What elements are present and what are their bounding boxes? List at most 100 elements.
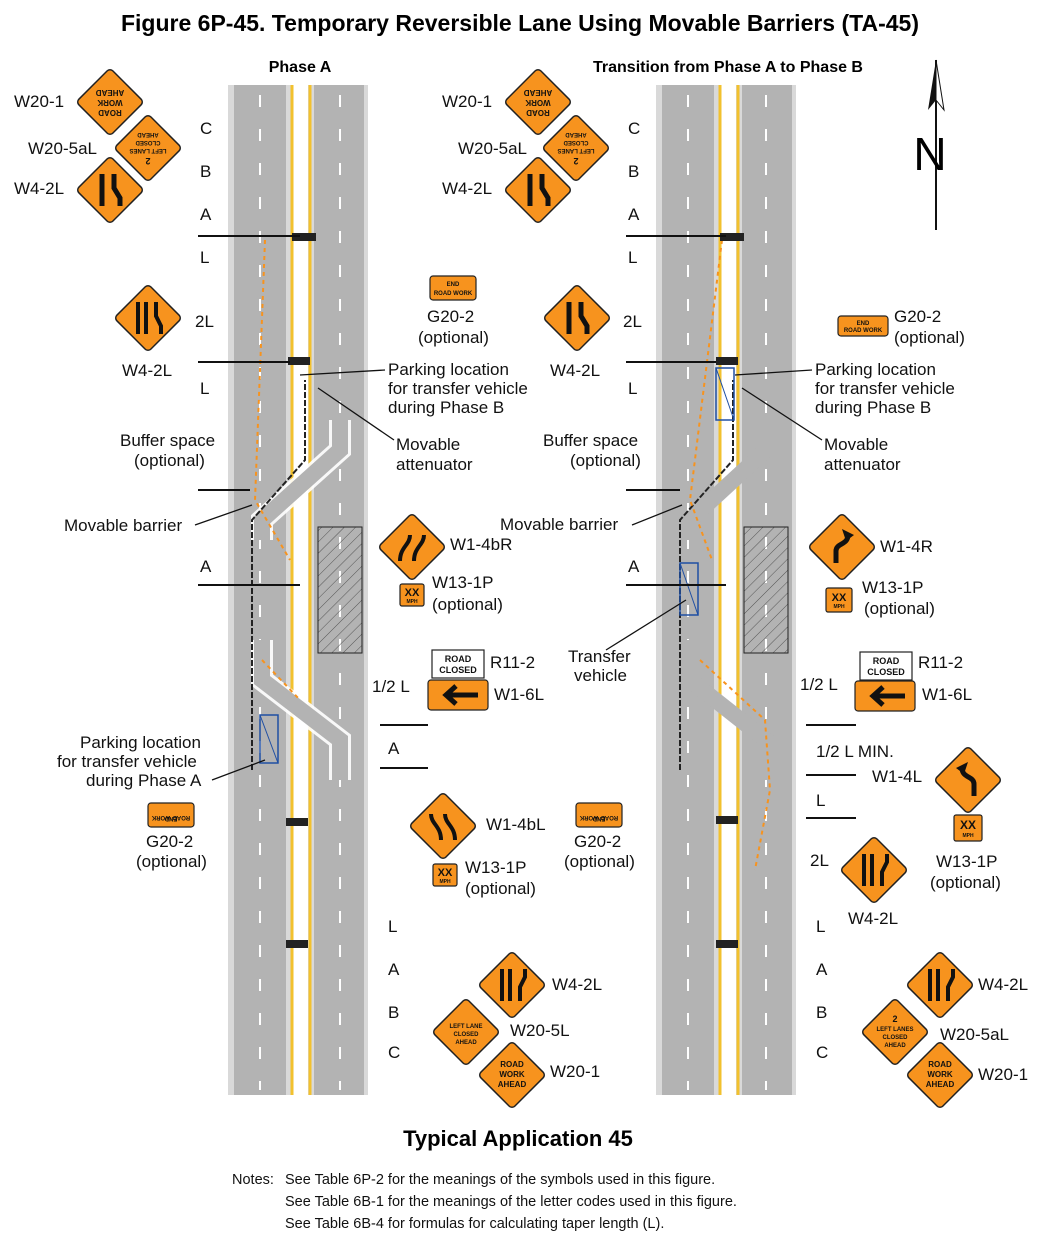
sign-w20-1-bottom-left: ROAD WORK AHEAD <box>477 1040 547 1110</box>
svg-text:A: A <box>200 557 212 576</box>
sign-w1-4l <box>933 745 1003 815</box>
code-w4-2l-top-right: W4-2L <box>442 179 492 198</box>
sign-w1-6l-left <box>427 679 489 711</box>
label-movable-barrier-right: Movable barrier <box>500 515 618 534</box>
sign-w4-2l-bottom-right <box>905 950 975 1020</box>
sign-w20-1-top-right: ROAD WORK AHEAD <box>503 67 573 137</box>
right-roadway <box>656 85 796 1095</box>
code-w1-4r: W1-4R <box>880 537 933 556</box>
label-transfer-2: vehicle <box>574 666 627 685</box>
code-w1-6l-left: W1-6L <box>494 685 544 704</box>
code-r11-2-right: R11-2 <box>918 653 963 672</box>
svg-text:A: A <box>628 557 640 576</box>
svg-text:ROAD: ROAD <box>98 108 122 117</box>
sign-w1-6l-right <box>854 680 916 712</box>
optional-w13-1p-left-bottom: (optional) <box>465 879 536 898</box>
label-buffer-right-1: Buffer space <box>543 431 638 450</box>
note-line: See Table 6B-4 for formulas for calculat… <box>285 1216 665 1232</box>
svg-text:2: 2 <box>892 1014 897 1024</box>
sign-g20-2-top-left: END ROAD WORK <box>429 275 477 301</box>
optional-g20-2-top-right: (optional) <box>894 328 965 347</box>
optional-g20-2-top-left: (optional) <box>418 328 489 347</box>
panel-heading-phase-a: Phase A <box>269 59 332 76</box>
code-w13-1p-left-bottom: W13-1P <box>465 858 526 877</box>
svg-text:A: A <box>628 205 640 224</box>
svg-text:ROAD: ROAD <box>873 656 900 666</box>
label-parking-a-3: during Phase A <box>86 771 202 790</box>
svg-text:LEFT LANES: LEFT LANES <box>877 1027 914 1033</box>
label-transfer-1: Transfer <box>568 647 631 666</box>
svg-text:L: L <box>628 248 637 267</box>
label-parking-a-1: Parking location <box>80 733 201 752</box>
sign-w4-2l-mid-bottom-right <box>839 835 909 905</box>
svg-text:C: C <box>388 1043 400 1062</box>
sign-w20-5al-bottom-right: 2 LEFT LANES CLOSED AHEAD <box>860 997 930 1067</box>
code-w4-2l-mid-right: W4-2L <box>550 361 600 380</box>
svg-text:ROAD: ROAD <box>445 654 472 664</box>
svg-text:1/2 L: 1/2 L <box>372 677 410 696</box>
panel-heading-transition: Transition from Phase A to Phase B <box>593 59 863 76</box>
svg-text:WORK: WORK <box>525 98 551 107</box>
code-w4-2l-mid-left: W4-2L <box>122 361 172 380</box>
svg-text:XX: XX <box>960 818 976 832</box>
label-buffer-left-1: Buffer space <box>120 431 215 450</box>
svg-text:AHEAD: AHEAD <box>884 1043 906 1049</box>
svg-text:AHEAD: AHEAD <box>137 131 159 137</box>
svg-text:L: L <box>628 379 637 398</box>
sign-w20-1-top-left: ROAD WORK AHEAD <box>75 67 145 137</box>
sign-g20-2-bottom-left: END ROAD WORK <box>147 802 195 828</box>
svg-text:2: 2 <box>573 156 578 166</box>
optional-w13-1p-right-top: (optional) <box>864 599 935 618</box>
sign-w4-2l-mid-left <box>113 283 183 353</box>
label-parking-b-right-2: for transfer vehicle <box>815 379 955 398</box>
sign-w1-4bl <box>408 791 478 861</box>
svg-text:MPH: MPH <box>439 879 451 885</box>
svg-text:CLOSED: CLOSED <box>867 667 905 677</box>
typical-application-title: Typical Application 45 <box>403 1126 633 1151</box>
label-buffer-left-2: (optional) <box>134 451 205 470</box>
svg-text:C: C <box>628 119 640 138</box>
code-w13-1p-left-top: W13-1P <box>432 573 493 592</box>
svg-text:XX: XX <box>438 867 453 879</box>
svg-text:B: B <box>200 162 211 181</box>
svg-text:ROAD WORK: ROAD WORK <box>434 291 473 297</box>
svg-text:CLOSED: CLOSED <box>563 139 589 145</box>
svg-text:C: C <box>200 119 212 138</box>
svg-text:WORK: WORK <box>97 98 123 107</box>
svg-text:C: C <box>816 1043 828 1062</box>
sign-w13-1p-right-bottom: XX MPH <box>953 814 983 842</box>
code-w20-1-bottom-right: W20-1 <box>978 1065 1028 1084</box>
svg-text:XX: XX <box>832 592 847 604</box>
code-w1-6l-right: W1-6L <box>922 685 972 704</box>
svg-text:CLOSED: CLOSED <box>439 665 477 675</box>
svg-text:AHEAD: AHEAD <box>926 1080 955 1089</box>
right-dimensions: C B A L 2L L A 1/2 L 1/2 L MIN. L 2L L A… <box>623 119 894 1062</box>
label-parking-b-right-3: during Phase B <box>815 398 931 417</box>
label-attenuator-left-2: attenuator <box>396 455 473 474</box>
svg-text:MPH: MPH <box>833 604 845 610</box>
optional-g20-2-bottom-left: (optional) <box>136 852 207 871</box>
svg-text:LEFT LANES: LEFT LANES <box>130 147 167 153</box>
svg-text:1/2 L: 1/2 L <box>800 675 838 694</box>
svg-text:1/2 L MIN.: 1/2 L MIN. <box>816 742 894 761</box>
sign-w13-1p-right-top: XX MPH <box>825 587 853 613</box>
sign-w4-2l-top-right <box>503 155 573 225</box>
label-parking-b-left-1: Parking location <box>388 360 509 379</box>
svg-text:AHEAD: AHEAD <box>524 88 553 97</box>
code-w4-2l-bottom-right: W4-2L <box>978 975 1028 994</box>
svg-text:MPH: MPH <box>962 833 974 839</box>
sign-w1-4br <box>377 512 447 582</box>
note-line: See Table 6P-2 for the meanings of the s… <box>285 1172 716 1188</box>
code-g20-2-top-left: G20-2 <box>427 307 474 326</box>
code-w13-1p-right-top: W13-1P <box>862 578 923 597</box>
svg-text:ROAD WORK: ROAD WORK <box>844 328 883 334</box>
svg-text:AHEAD: AHEAD <box>455 1040 477 1046</box>
svg-text:END: END <box>164 815 177 821</box>
sign-w4-2l-mid-right <box>542 283 612 353</box>
svg-text:LEFT LANE: LEFT LANE <box>450 1024 483 1030</box>
svg-text:ROAD WORK: ROAD WORK <box>151 814 190 820</box>
svg-text:END: END <box>857 321 870 327</box>
svg-text:AHEAD: AHEAD <box>498 1080 527 1089</box>
code-w20-5al-top-right: W20-5aL <box>458 139 527 158</box>
